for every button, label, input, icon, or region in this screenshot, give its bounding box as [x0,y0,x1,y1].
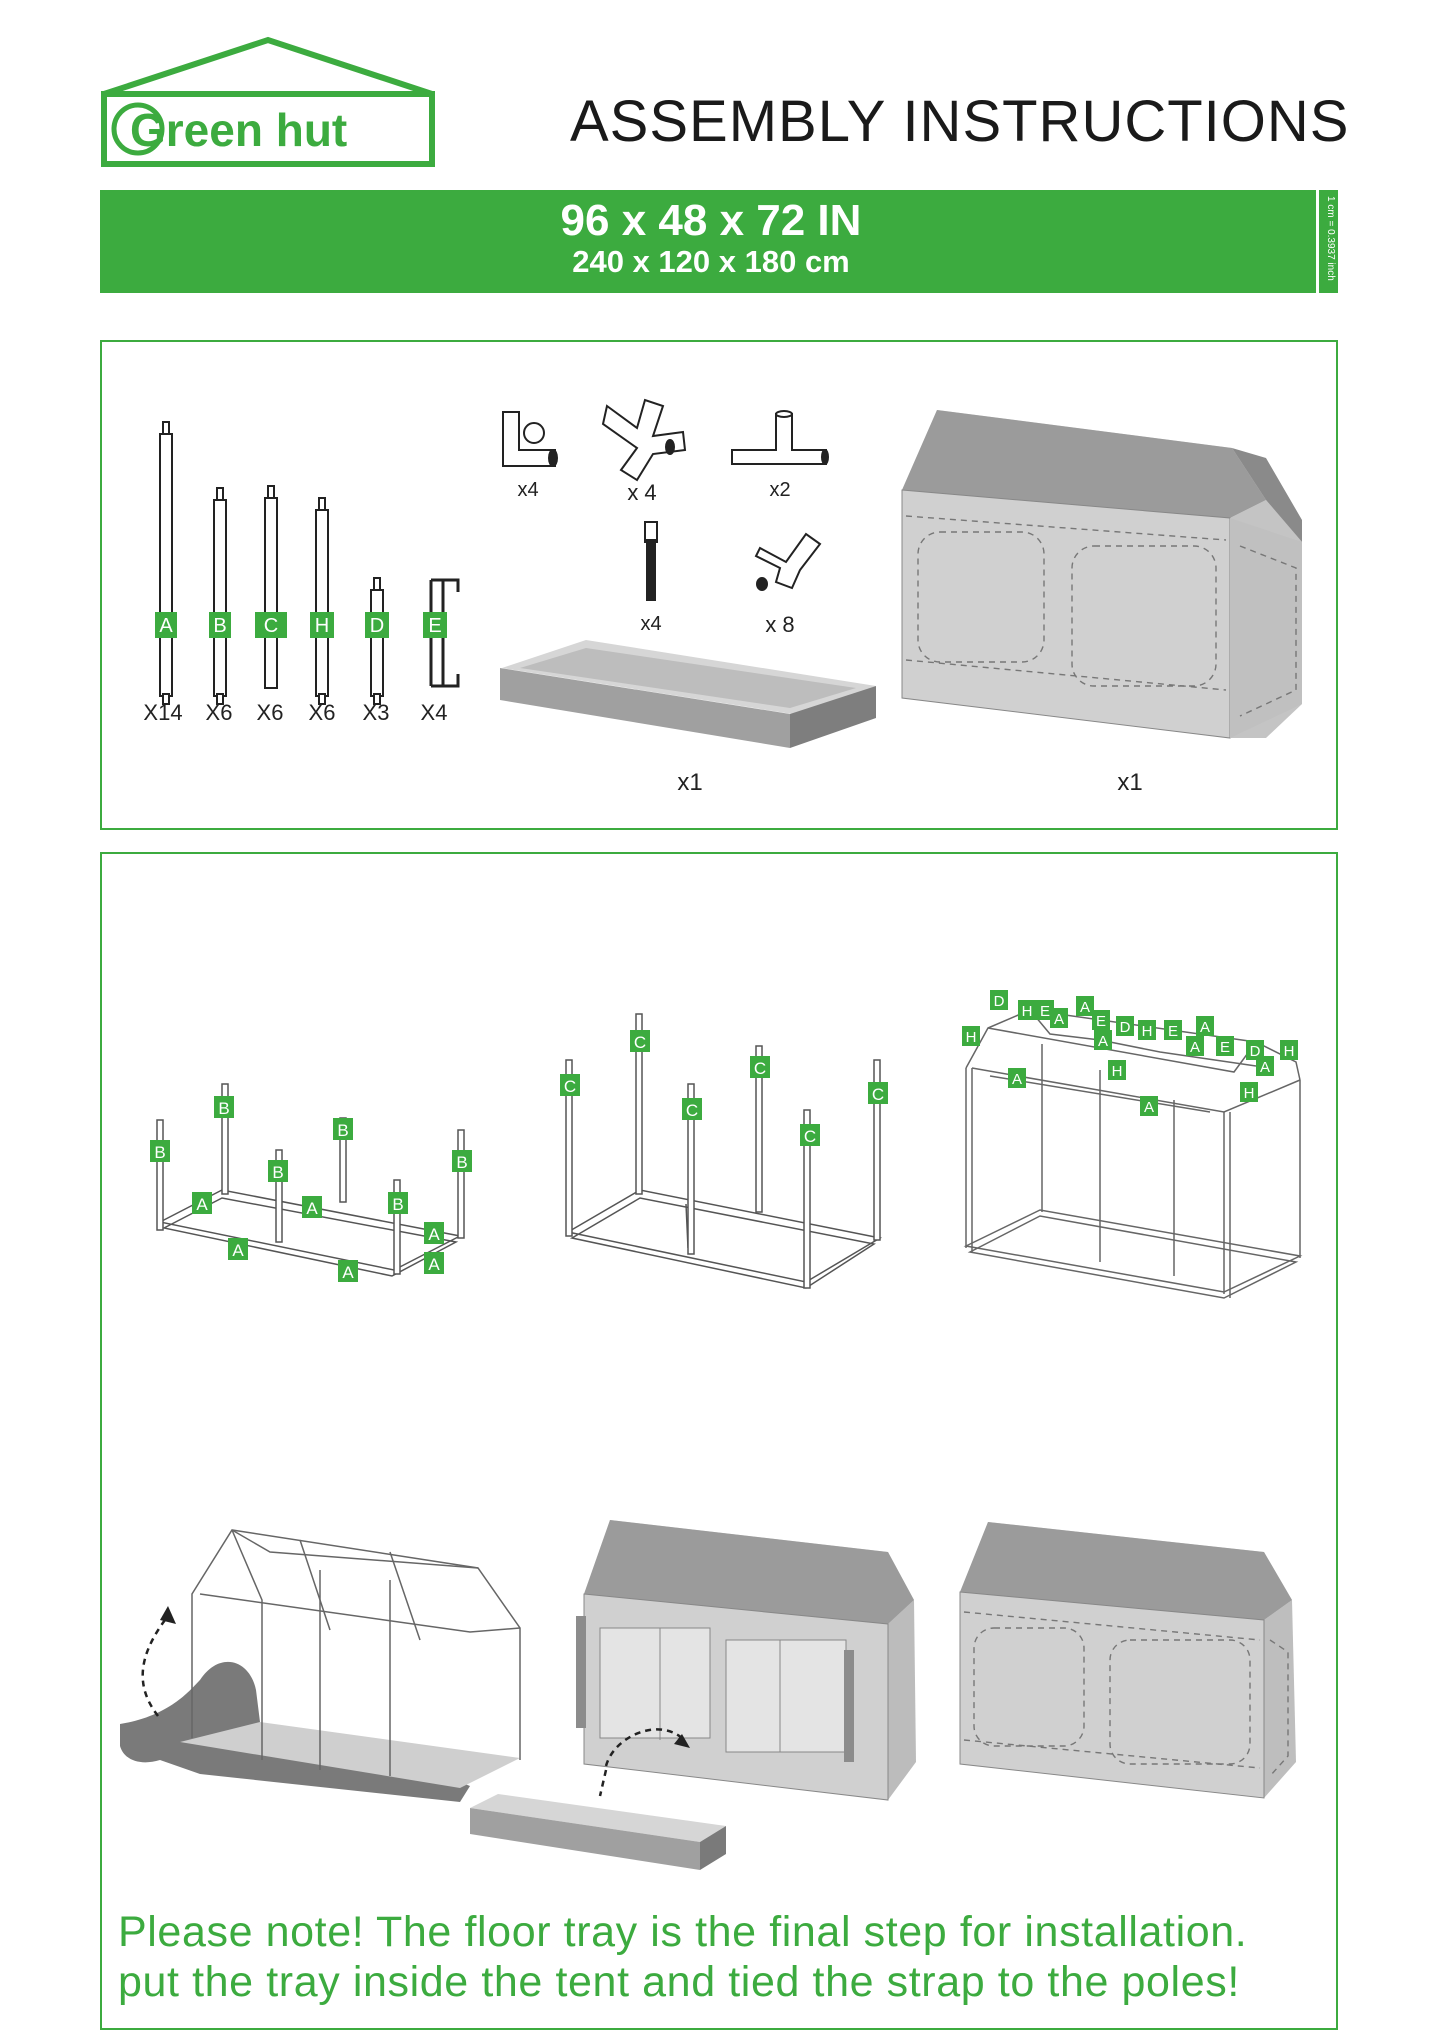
svg-text:A: A [1098,1033,1108,1050]
svg-text:A: A [1080,999,1090,1016]
pole-h-qty: X6 [309,700,336,725]
svg-text:H: H [1244,1085,1255,1102]
pole-h-letter: H [315,615,329,637]
size-inches: 96 x 48 x 72 IN [560,196,862,245]
svg-text:A: A [196,1195,208,1214]
pole-e-qty: X4 [421,700,448,725]
svg-text:C: C [634,1033,646,1052]
svg-text:C: C [564,1077,576,1096]
svg-text:A: A [1012,1071,1022,1088]
svg-text:E: E [1096,1013,1106,1030]
svg-text:A: A [428,1225,440,1244]
green-hut-logo: Green hut [101,36,435,167]
svg-text:B: B [272,1163,283,1182]
pole-a-letter: A [159,615,173,637]
svg-text:B: B [456,1153,467,1172]
svg-text:E: E [1168,1023,1178,1040]
svg-text:H: H [1284,1043,1295,1060]
pole-e: E X4 [421,578,460,725]
pole-c-qty: X6 [257,700,284,725]
tent-cover: x1 [901,410,1302,796]
pole-c: C X6 [255,485,287,725]
pole-b-letter: B [213,615,226,637]
step1-labels: B B B B B B A A A A A A [150,1096,472,1282]
four-way-connector-icon: x 4 [601,398,687,505]
size-centimeters: 240 x 120 x 180 cm [572,244,850,279]
step2-uprights [565,1013,883,1289]
steps-panel [100,852,1338,2030]
step6-tent-complete [959,1522,1296,1799]
note-line-2: put the tray inside the tent and tied th… [118,1958,1240,2006]
svg-text:x4: x4 [640,613,661,635]
svg-text:A: A [1144,1099,1154,1116]
pole-a-qty: X14 [143,700,182,725]
pole-b: B X6 [206,487,233,725]
svg-text:H: H [1142,1023,1153,1040]
t-connector-icon: x2 [731,410,829,501]
svg-text:Green hut: Green hut [130,104,347,156]
tent-cover-qty: x1 [1117,769,1142,796]
step2-labels: C C C C C C [560,1030,888,1146]
floor-tray-qty: x1 [677,769,702,796]
svg-text:B: B [392,1195,403,1214]
pole-d: D X3 [363,577,390,725]
svg-text:E: E [1040,1003,1050,1020]
svg-text:x2: x2 [769,479,790,501]
svg-text:B: B [154,1143,165,1162]
svg-text:H: H [966,1029,977,1046]
conversion-box [1316,190,1338,293]
svg-text:A: A [1260,1059,1270,1076]
corner-connector-icon: x4 [502,411,558,501]
document-title: ASSEMBLY INSTRUCTIONS [570,89,1350,154]
pole-h: H X6 [309,497,336,725]
svg-text:A: A [428,1255,440,1274]
size-banner: 96 x 48 x 72 IN 240 x 120 x 180 cm [100,190,1322,293]
svg-text:B: B [337,1121,348,1140]
svg-text:C: C [686,1101,698,1120]
parts-panel [100,340,1338,830]
step1-base-frame [156,1083,465,1277]
pole-c-letter: C [264,615,278,637]
pole-e-letter: E [428,615,441,637]
svg-text:B: B [218,1099,229,1118]
svg-text:D: D [994,993,1005,1010]
svg-text:D: D [1120,1019,1131,1036]
svg-text:E: E [1220,1039,1230,1056]
connectors-group: x4 x 4 x2 x4 x 8 [502,398,829,637]
svg-text:H: H [1022,1003,1033,1020]
svg-text:H: H [1112,1063,1123,1080]
floor-tray: x1 [500,640,876,796]
three-way-connector-icon: x 8 [754,532,822,637]
pole-d-letter: D [370,615,384,637]
svg-text:A: A [342,1263,354,1282]
strap-icon: x4 [640,521,662,635]
svg-text:A: A [1054,1011,1064,1028]
step3-labels: D H E A A E D H E A E D H A H A H A H A … [962,990,1298,1116]
note-line-1: Please note! The floor tray is the final… [118,1908,1248,1956]
svg-text:A: A [232,1241,244,1260]
svg-text:A: A [1190,1039,1200,1056]
step4-install-cover [120,1529,726,1870]
svg-text:x 8: x 8 [765,612,794,637]
pole-d-qty: X3 [363,700,390,725]
svg-text:A: A [306,1199,318,1218]
pole-a: A X14 [143,421,183,725]
svg-text:C: C [872,1085,884,1104]
poles-group: A X14 B X6 C X6 H X6 [143,421,460,725]
svg-text:C: C [754,1059,766,1078]
svg-text:x4: x4 [517,479,538,501]
svg-text:x 4: x 4 [627,480,656,505]
pole-b-qty: X6 [206,700,233,725]
svg-text:C: C [804,1127,816,1146]
svg-text:D: D [1250,1043,1261,1060]
step5-tent-open [576,1520,916,1801]
svg-text:A: A [1200,1019,1210,1036]
